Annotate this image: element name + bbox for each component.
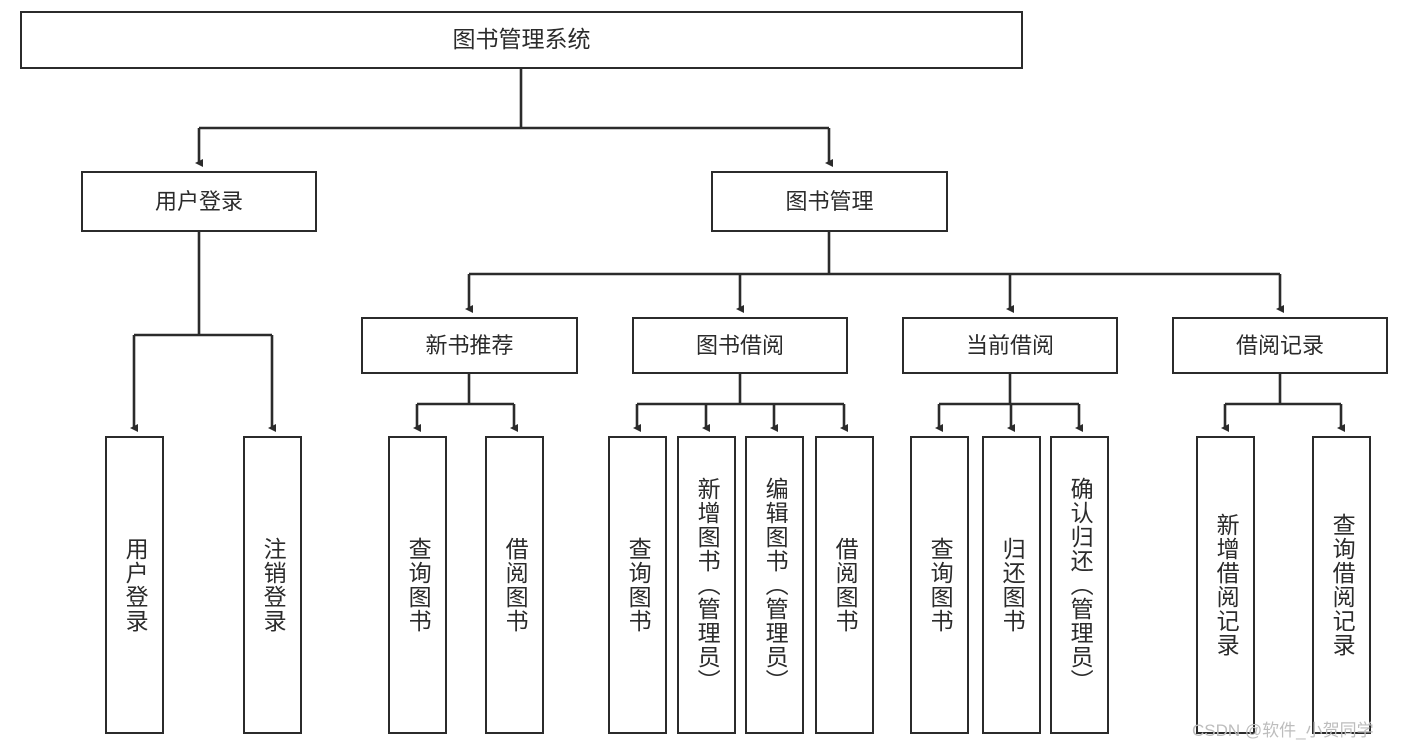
- node-leaf-user-logout-label: 注销登录: [260, 537, 287, 633]
- node-leaf-borrow-edit-book[interactable]: 编辑图书（管理员）: [745, 436, 804, 734]
- node-leaf-cur-confirm-return[interactable]: 确认归还（管理员）: [1050, 436, 1109, 734]
- edge-group-book-borrow: [633, 374, 848, 432]
- node-leaf-cur-query-book[interactable]: 查询图书: [910, 436, 969, 734]
- node-leaf-cur-return-book-label: 归还图书: [999, 537, 1026, 633]
- node-leaf-rec-query-book[interactable]: 查询图书: [388, 436, 447, 734]
- node-borrow-record-label: 借阅记录: [1235, 332, 1324, 358]
- edge-group-book-manage: [465, 232, 1284, 313]
- node-leaf-cur-confirm-return-label: 确认归还（管理员）: [1067, 477, 1094, 693]
- node-root[interactable]: 图书管理系统: [20, 11, 1023, 69]
- node-leaf-rec-query-book-label: 查询图书: [405, 537, 432, 633]
- node-new-book-rec-label: 新书推荐: [425, 332, 514, 358]
- node-leaf-borrow-query-book[interactable]: 查询图书: [608, 436, 667, 734]
- node-current-borrow-label: 当前借阅: [965, 332, 1054, 358]
- edge-group-current-borrow: [935, 374, 1083, 432]
- node-leaf-rec-query-record-label: 查询借阅记录: [1329, 513, 1356, 657]
- node-current-borrow[interactable]: 当前借阅: [902, 317, 1118, 374]
- node-leaf-borrow-lend-book[interactable]: 借阅图书: [815, 436, 874, 734]
- node-leaf-rec-add-record-label: 新增借阅记录: [1213, 513, 1240, 657]
- edge-group-borrow-record: [1221, 374, 1345, 432]
- node-leaf-rec-borrow-book[interactable]: 借阅图书: [485, 436, 544, 734]
- node-borrow-record[interactable]: 借阅记录: [1172, 317, 1388, 374]
- node-user-login[interactable]: 用户登录: [81, 171, 317, 232]
- node-leaf-cur-return-book[interactable]: 归还图书: [982, 436, 1041, 734]
- node-new-book-rec[interactable]: 新书推荐: [361, 317, 578, 374]
- node-leaf-borrow-edit-book-label: 编辑图书（管理员）: [762, 477, 789, 693]
- node-leaf-borrow-query-book-label: 查询图书: [625, 537, 652, 633]
- node-root-label: 图书管理系统: [452, 26, 591, 53]
- node-book-manage-label: 图书管理: [785, 188, 874, 214]
- node-leaf-cur-query-book-label: 查询图书: [927, 537, 954, 633]
- node-leaf-user-login[interactable]: 用户登录: [105, 436, 164, 734]
- node-leaf-borrow-add-book-label: 新增图书（管理员）: [694, 477, 721, 693]
- node-leaf-user-logout[interactable]: 注销登录: [243, 436, 302, 734]
- node-leaf-rec-borrow-book-label: 借阅图书: [502, 537, 529, 633]
- node-book-borrow[interactable]: 图书借阅: [632, 317, 848, 374]
- node-leaf-rec-add-record[interactable]: 新增借阅记录: [1196, 436, 1255, 734]
- edge-group-user-login: [130, 232, 276, 432]
- node-user-login-label: 用户登录: [154, 188, 243, 214]
- node-leaf-borrow-lend-book-label: 借阅图书: [832, 537, 859, 633]
- node-leaf-user-login-label: 用户登录: [122, 537, 149, 633]
- node-leaf-borrow-add-book[interactable]: 新增图书（管理员）: [677, 436, 736, 734]
- node-leaf-rec-query-record[interactable]: 查询借阅记录: [1312, 436, 1371, 734]
- node-book-borrow-label: 图书借阅: [695, 332, 784, 358]
- node-book-manage[interactable]: 图书管理: [711, 171, 948, 232]
- edge-group-new-book-rec: [413, 374, 518, 432]
- edge-group-root: [195, 69, 833, 167]
